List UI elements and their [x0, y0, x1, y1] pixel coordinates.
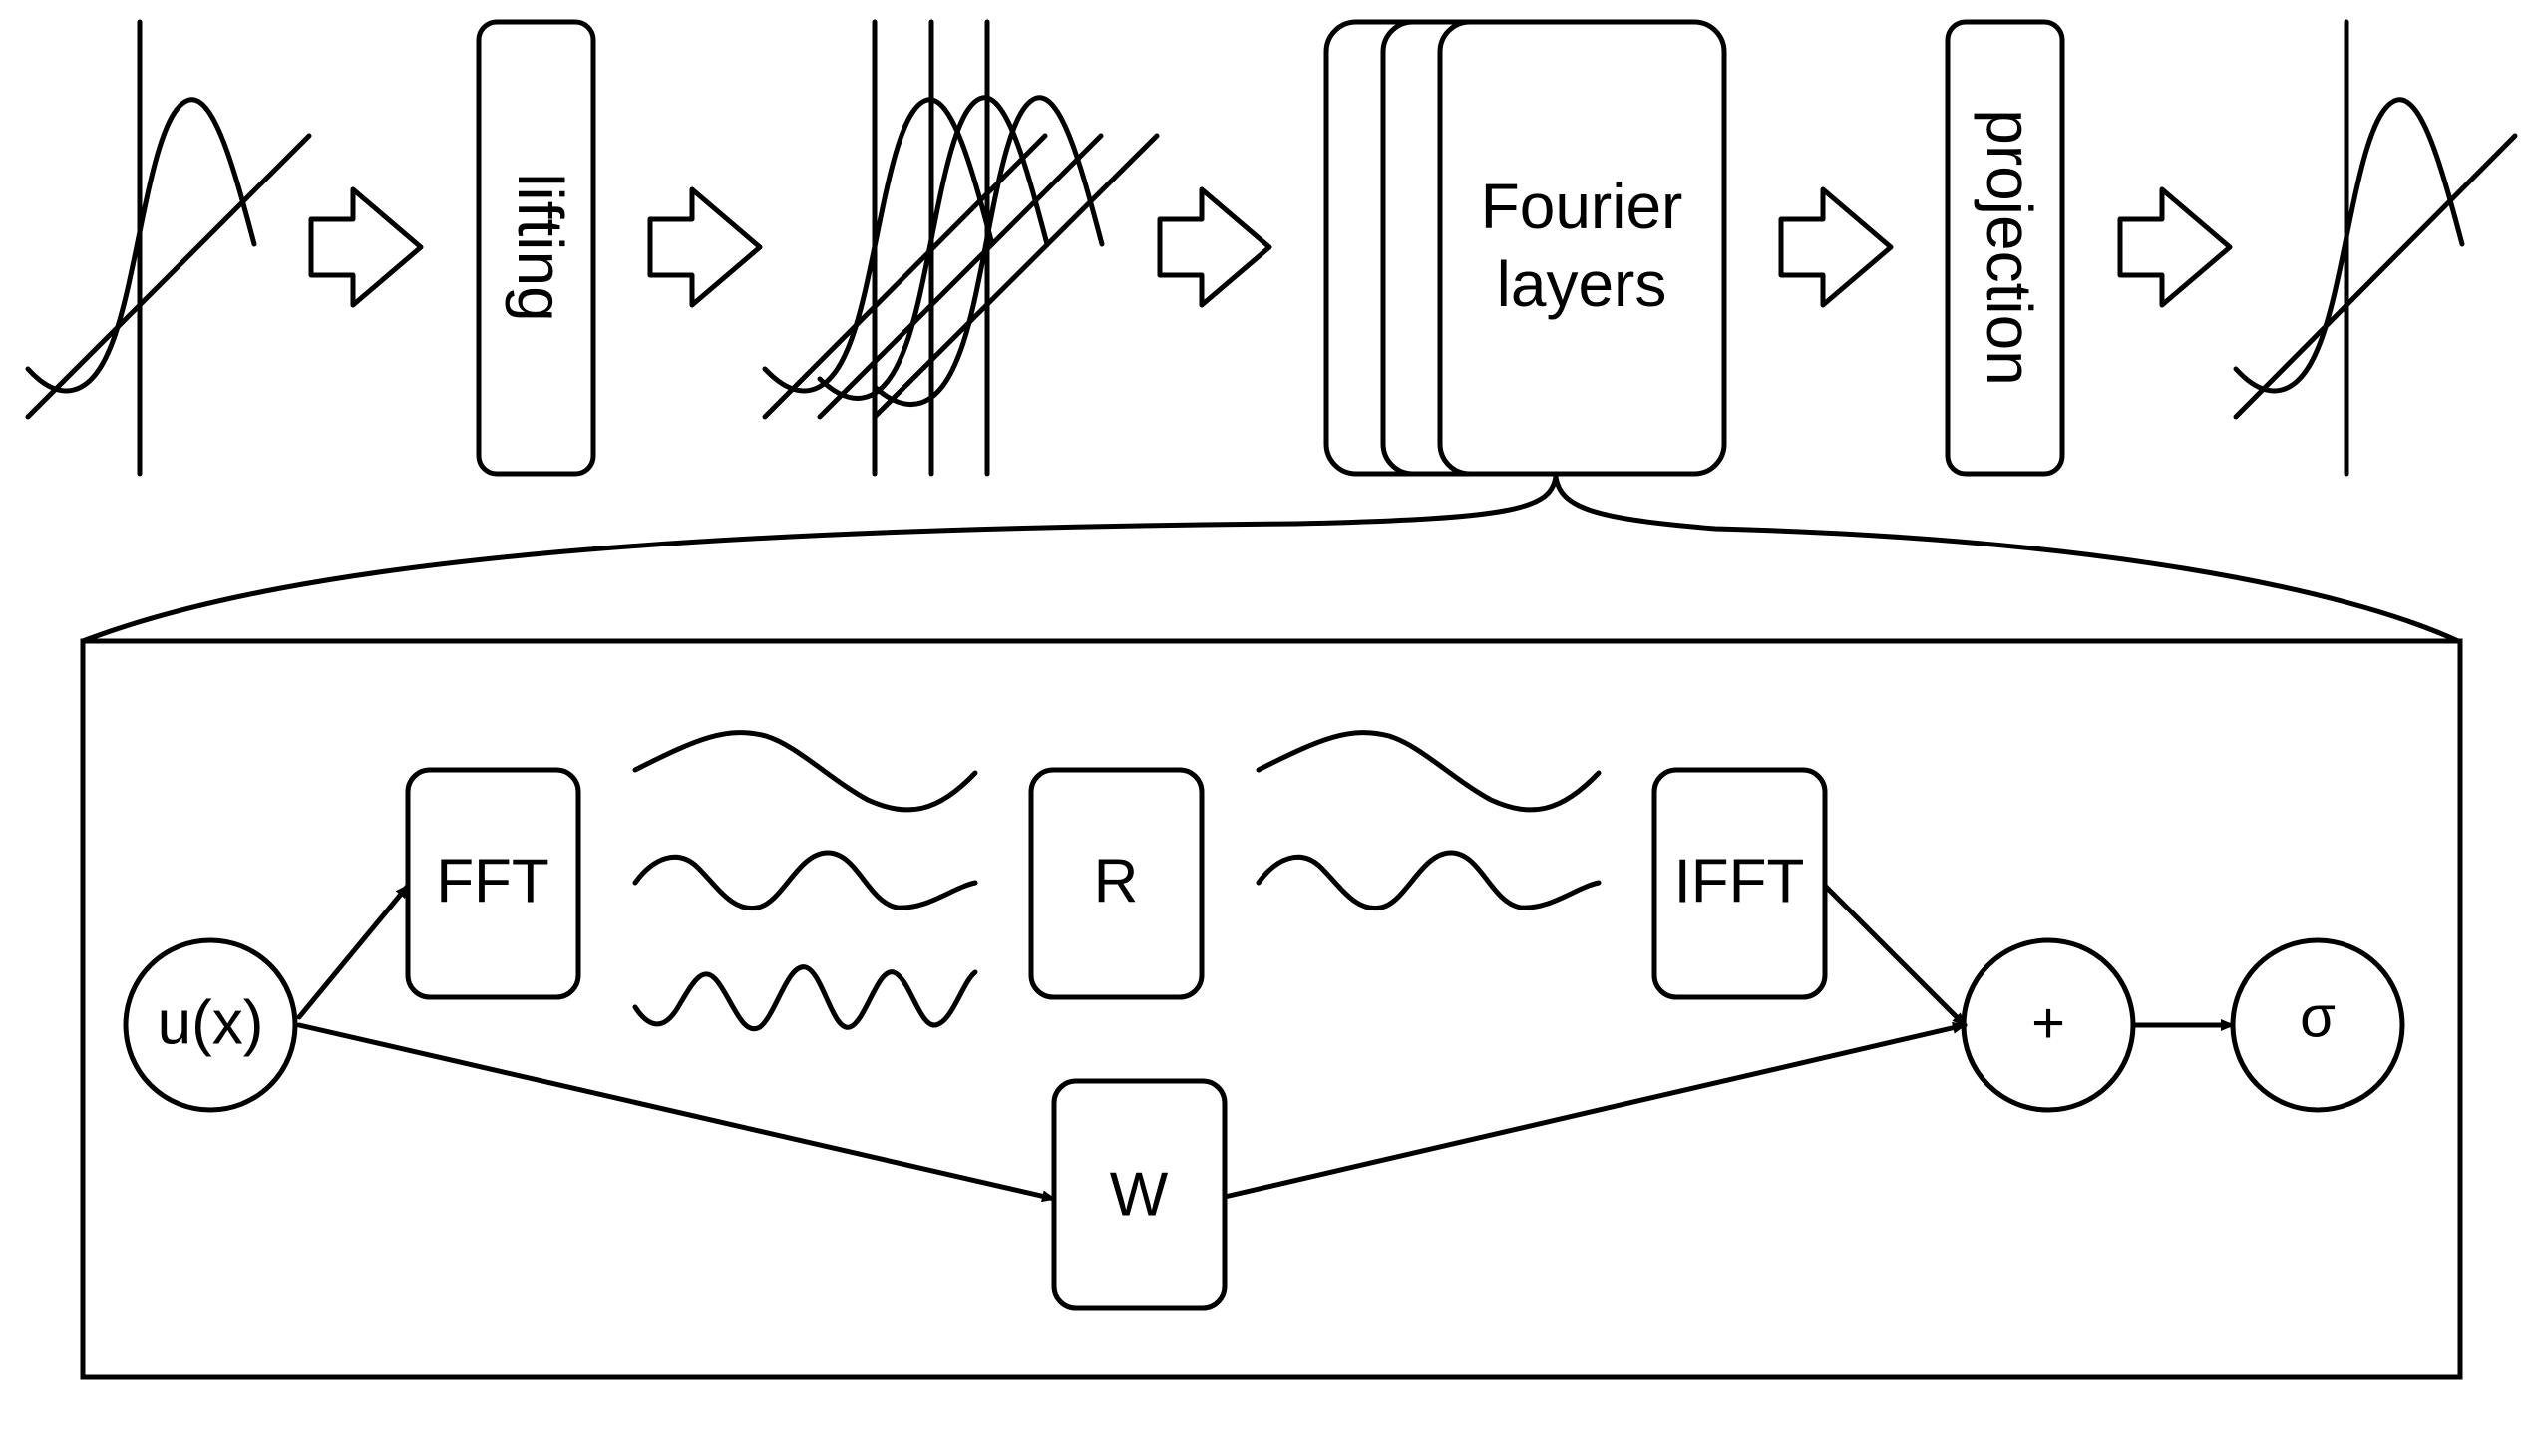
fourier-modes-waves — [632, 730, 978, 1032]
connector-input-to-w — [296, 1022, 1057, 1203]
input-node: u(x) — [123, 937, 298, 1113]
input-function-plot — [25, 19, 312, 477]
w-box: W — [1051, 1078, 1228, 1311]
activation-label: σ — [2300, 984, 2336, 1049]
fourier-layers-label-line1: Fourier — [1481, 171, 1683, 242]
sum-node: + — [1961, 937, 2136, 1113]
flow-arrow-2 — [647, 186, 763, 308]
w-label: W — [1110, 1160, 1169, 1229]
zoom-brace — [80, 474, 2461, 644]
filtered-modes-waves — [1256, 730, 1602, 911]
fourier-layers-stack: Fourier layers — [1323, 19, 1727, 477]
flow-arrow-4 — [1778, 186, 1894, 308]
ifft-box: IFFT — [1651, 767, 1828, 1000]
output-function-plot — [2233, 19, 2518, 477]
fft-box: FFT — [405, 767, 581, 1000]
input-node-label: u(x) — [158, 988, 264, 1057]
r-label: R — [1094, 847, 1139, 915]
fft-label: FFT — [436, 847, 549, 915]
lifting-box: lifting — [476, 19, 596, 477]
projection-label: projection — [1974, 109, 2045, 386]
projection-box: projection — [1945, 19, 2065, 477]
sum-label: + — [2031, 990, 2065, 1055]
lifted-functions-plot — [762, 19, 1160, 477]
flow-arrow-1 — [308, 186, 424, 308]
fourier-layer-detail-frame — [80, 638, 2463, 1380]
flow-arrow-3 — [1157, 186, 1272, 308]
fourier-layers-label-line2: layers — [1497, 248, 1667, 320]
connector-ifft-to-sum — [1822, 883, 1968, 1028]
connector-input-to-fft — [296, 883, 411, 1020]
lifting-label: lifting — [505, 173, 576, 321]
ifft-label: IFFT — [1674, 847, 1805, 915]
connector-w-to-sum — [1222, 1021, 1968, 1200]
r-box: R — [1028, 767, 1205, 1000]
activation-node: σ — [2230, 937, 2405, 1113]
flow-arrow-5 — [2117, 186, 2233, 308]
